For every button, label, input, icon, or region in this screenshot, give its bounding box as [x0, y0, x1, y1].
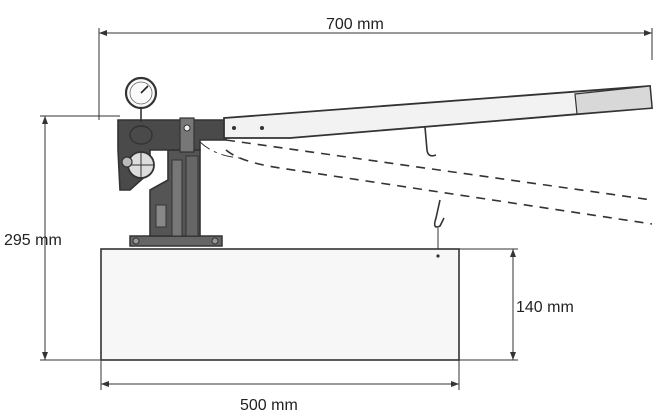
arrow-up	[42, 116, 48, 124]
pump-handle	[223, 85, 653, 157]
label-tank-width: 500 mm	[240, 397, 298, 414]
base-bolt-left	[132, 237, 140, 245]
handle-grip	[574, 85, 653, 115]
handle-lever	[223, 85, 653, 139]
pump-valve-block	[155, 204, 167, 228]
pivot-arm	[179, 117, 195, 153]
handle-lowered-outline	[199, 139, 653, 249]
lowered-handle-upper	[225, 139, 653, 201]
arrow-right	[644, 30, 652, 36]
label-tank-height: 140 mm	[516, 299, 574, 316]
lowered-handle-lower	[225, 149, 653, 225]
arrow-left-tank	[101, 381, 109, 387]
label-overall-width: 700 mm	[326, 16, 384, 33]
valve-knob	[121, 156, 133, 168]
pump-piston-housing	[185, 155, 199, 237]
dim-tank-width: 500 mm	[100, 360, 460, 414]
dim-overall-width: 700 mm	[98, 16, 653, 120]
pump-body	[117, 117, 227, 237]
base-plate	[129, 235, 223, 247]
base-bolt-right	[211, 237, 219, 245]
dim-tank-height: 140 mm	[459, 248, 574, 361]
pivot-pin	[183, 124, 191, 132]
arrow-down-tank	[510, 352, 516, 360]
arrow-down	[42, 352, 48, 360]
arrow-left	[99, 30, 107, 36]
gauge-needle	[140, 85, 149, 94]
pump-base	[129, 235, 223, 247]
pump-cylinder	[171, 159, 183, 237]
handle-hook	[424, 126, 437, 157]
tank-body	[100, 248, 460, 361]
dim-overall-height: 295 mm	[4, 115, 120, 361]
arrow-right-tank	[451, 381, 459, 387]
label-overall-height: 295 mm	[4, 232, 62, 249]
lowered-pivot-arc	[199, 141, 241, 159]
lowered-hook	[433, 199, 445, 228]
arrow-up-tank	[510, 249, 516, 257]
tank-rivet	[436, 254, 440, 258]
gauge-loop	[129, 125, 153, 145]
pressure-gauge	[124, 76, 158, 145]
water-tank	[100, 248, 460, 361]
